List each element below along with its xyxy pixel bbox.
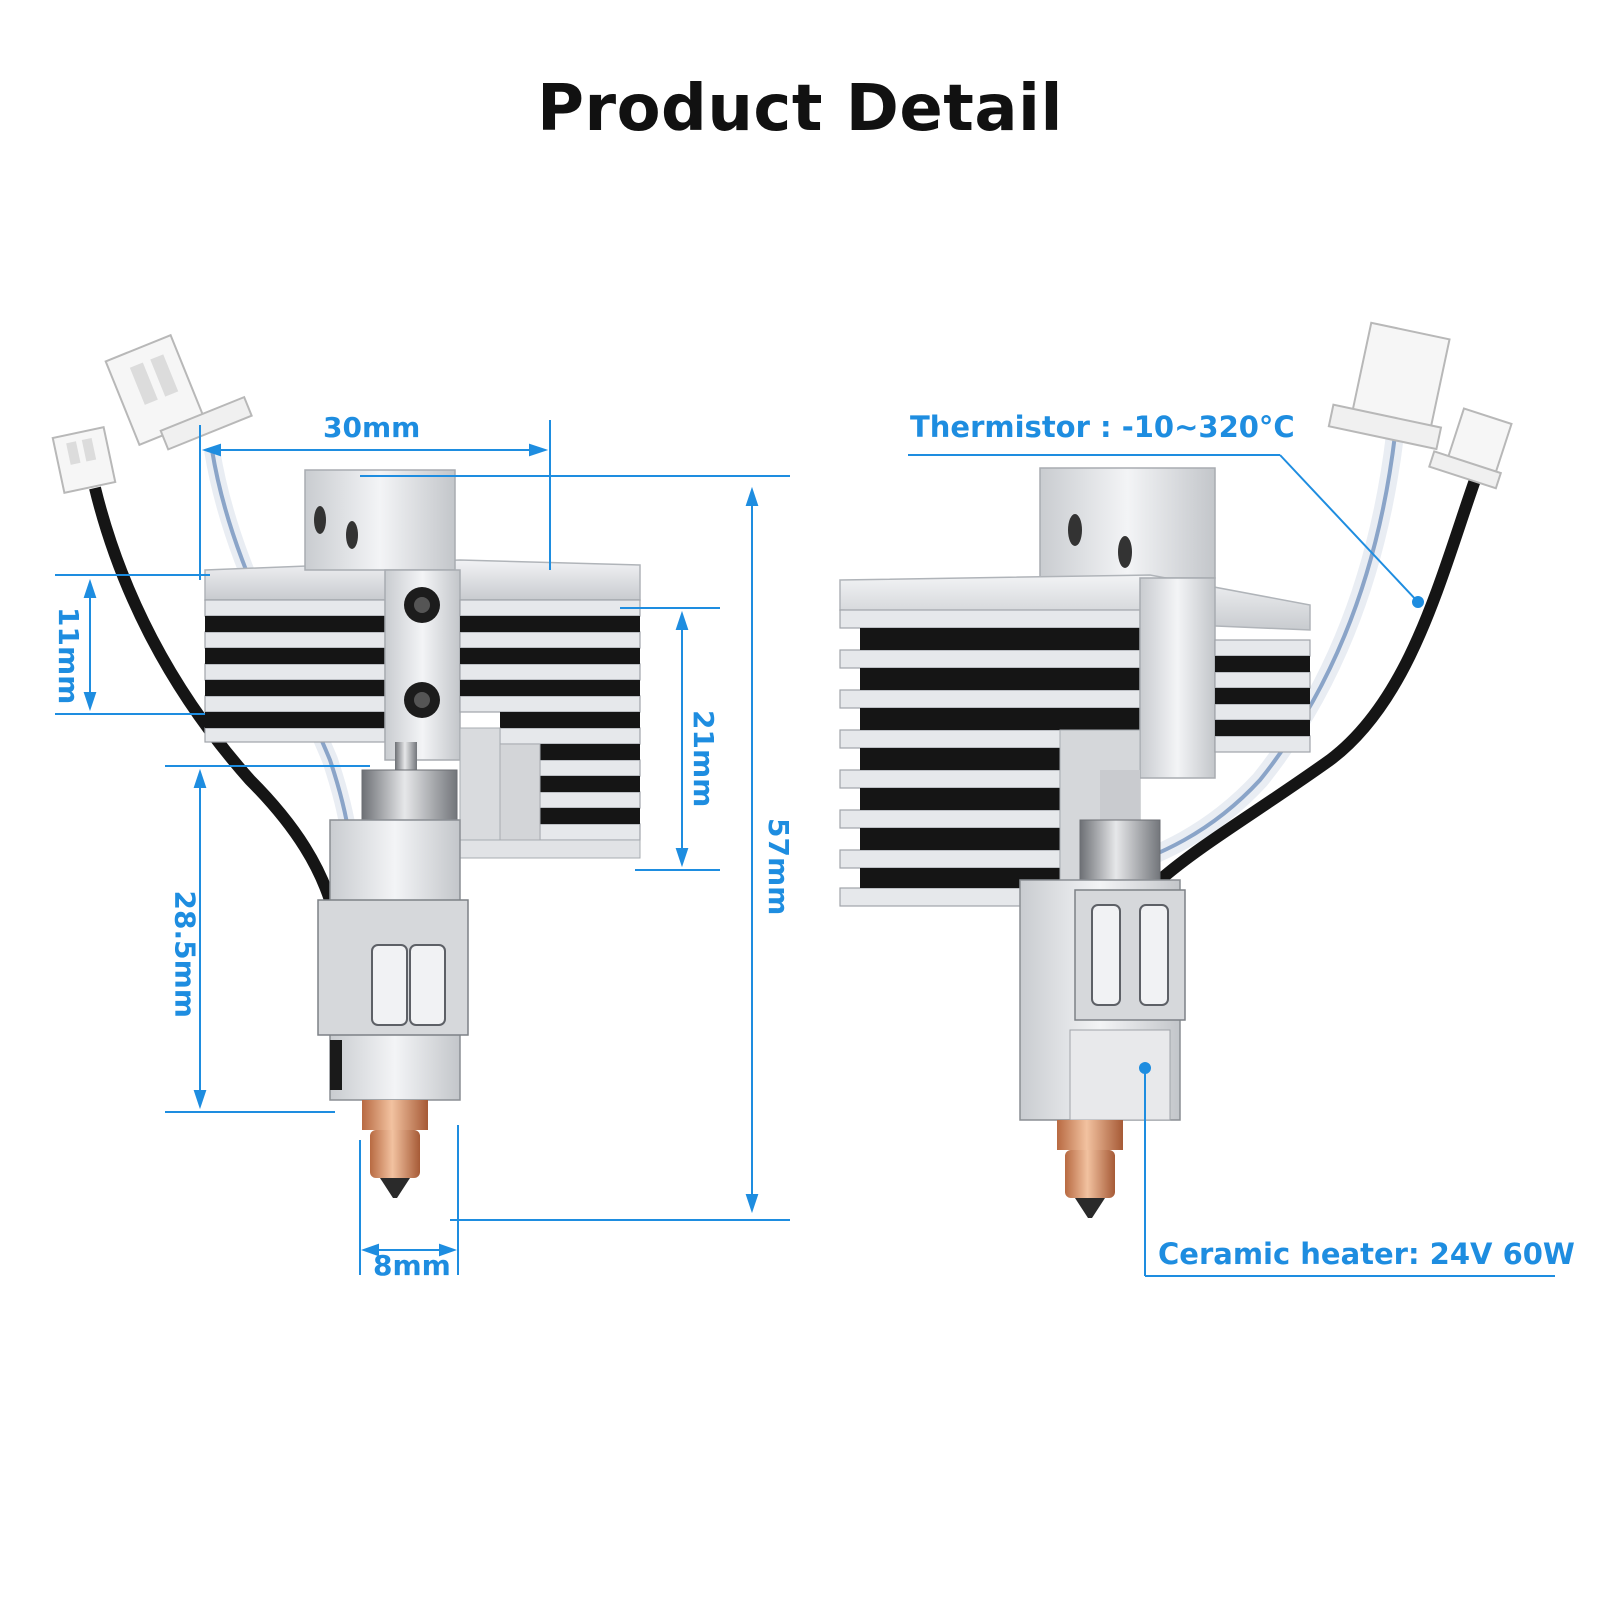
right-hotend	[839, 321, 1513, 1218]
right-connector-large	[1327, 321, 1451, 451]
thermistor-spec-label: Thermistor : -10~320°C	[910, 410, 1295, 444]
right-connector-small	[1428, 407, 1513, 490]
left-connector-small	[51, 426, 117, 494]
dimension-fin-block-label: 21mm	[687, 710, 720, 808]
left-connector-large	[104, 333, 253, 451]
left-dimension-lines	[55, 420, 790, 1275]
right-callout-lines	[908, 454, 1555, 1277]
left-heater-cable	[89, 486, 336, 902]
page-title: Product Detail	[537, 72, 1063, 146]
dimension-nozzle-width-label: 8mm	[373, 1249, 451, 1282]
dimension-heater-height-label: 28.5mm	[168, 890, 202, 1018]
dimension-total-height-label: 57mm	[762, 818, 795, 916]
dimension-fin-height-label: 11mm	[52, 607, 85, 705]
dimension-width-top-label: 30mm	[323, 411, 421, 444]
left-hotend	[51, 333, 641, 1198]
ceramic-heater-spec-label: Ceramic heater: 24V 60W	[1158, 1237, 1575, 1271]
right-heater-cable	[1156, 478, 1481, 885]
